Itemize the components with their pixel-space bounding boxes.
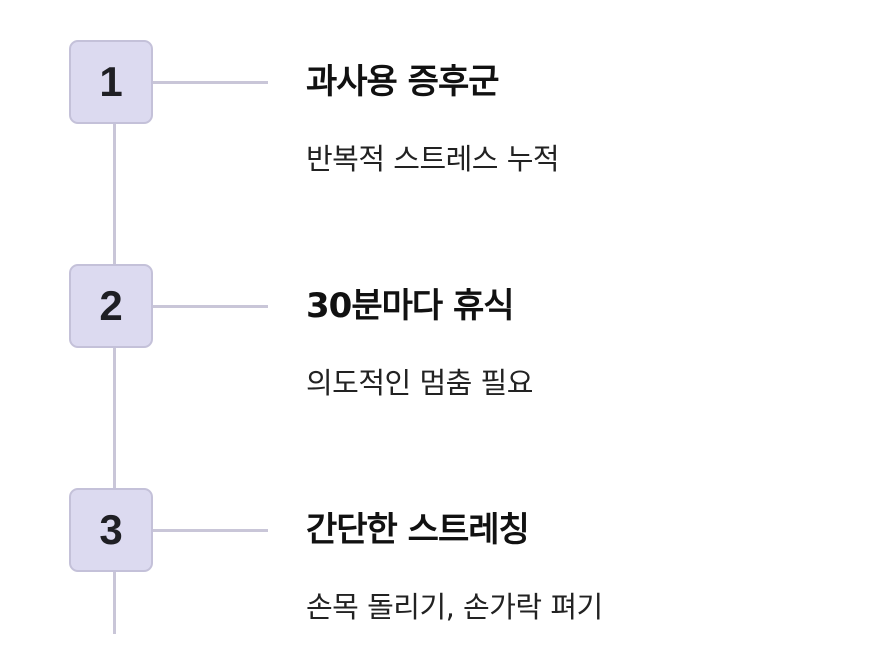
step-connector <box>153 81 268 84</box>
step-number-badge: 3 <box>69 488 153 572</box>
step-connector <box>153 529 268 532</box>
timeline-spine <box>113 84 116 634</box>
step-description: 의도적인 멈춤 필요 <box>306 366 533 400</box>
step-title: 간단한 스트레칭 <box>306 510 530 550</box>
step-number-badge: 2 <box>69 264 153 348</box>
step-description: 반복적 스트레스 누적 <box>306 142 560 176</box>
step-title: 과사용 증후군 <box>306 62 500 102</box>
step-number-badge: 1 <box>69 40 153 124</box>
step-title: 30분마다 휴식 <box>306 286 515 326</box>
timeline-step-1: 1 과사용 증후군 반복적 스트레스 누적 <box>0 40 896 180</box>
step-description: 손목 돌리기, 손가락 펴기 <box>306 590 603 624</box>
timeline-step-3: 3 간단한 스트레칭 손목 돌리기, 손가락 펴기 <box>0 488 896 628</box>
timeline-step-2: 2 30분마다 휴식 의도적인 멈춤 필요 <box>0 264 896 404</box>
step-connector <box>153 305 268 308</box>
